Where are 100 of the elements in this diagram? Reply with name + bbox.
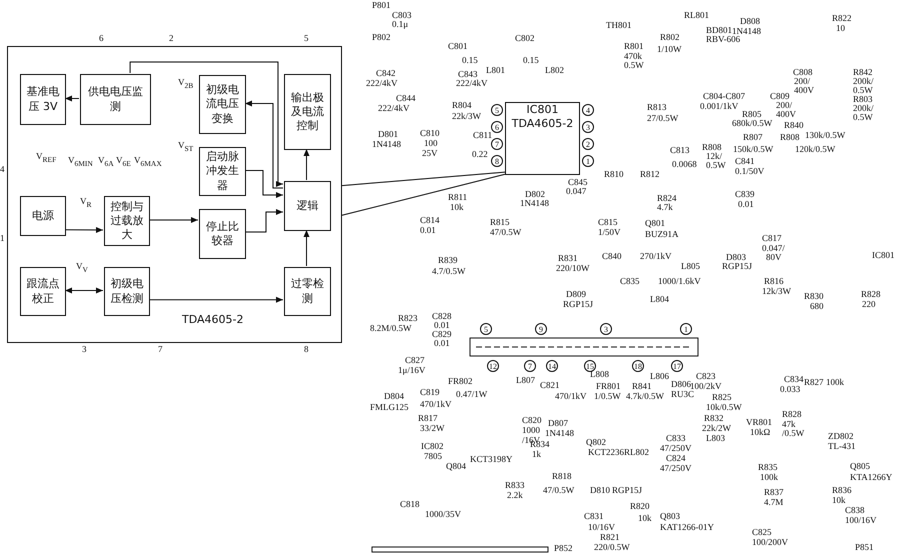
component-label: 470/1kV — [555, 392, 586, 401]
component-label: R842 — [853, 68, 873, 77]
chip-label: TDA4605-2 — [181, 313, 244, 328]
block-label: 初级电流电压变换 — [205, 83, 240, 126]
component-label: R807 — [743, 133, 763, 142]
arrow — [244, 209, 284, 232]
pin-number: 17 — [671, 360, 683, 372]
component-label: R821 — [600, 533, 620, 542]
component-label: C819 — [420, 388, 440, 397]
component-label: 10/16V — [588, 523, 615, 532]
component-label: 4.7k — [657, 203, 673, 212]
component-label: 1/0.5W — [594, 392, 621, 401]
component-label: R810 — [604, 170, 624, 179]
arrow — [148, 296, 284, 303]
block-box — [284, 74, 331, 150]
component-label: 0.15 — [523, 56, 539, 65]
pin-number: 7 — [491, 138, 503, 150]
component-label: R841 — [632, 382, 652, 391]
component-label: C829 — [432, 330, 452, 339]
component-label: V$_{R}$ — [80, 197, 92, 208]
component-label: 10k — [832, 496, 846, 505]
component-label: R816 — [764, 277, 784, 286]
component-label: 1N4148 — [545, 429, 574, 438]
component-label: C834 — [784, 375, 804, 384]
component-label: P801 — [372, 1, 391, 10]
component-label: 22k/3W — [452, 112, 481, 121]
component-label: 220 — [862, 300, 876, 309]
component-label: D807 — [548, 419, 568, 428]
component-label: 100 — [424, 139, 438, 148]
block-label: 逻辑 — [296, 198, 320, 214]
component-label: C820 — [522, 416, 542, 425]
component-label: C808 — [793, 68, 813, 77]
block-box — [284, 267, 331, 316]
component-label: D809 — [566, 290, 586, 299]
component-label: 47/0.5W — [490, 228, 522, 237]
arrow — [64, 96, 80, 102]
block-label: 启动脉冲发生器 — [205, 150, 240, 193]
component-label: C833 — [666, 434, 686, 443]
component-label: 0.01 — [420, 226, 436, 235]
component-label: L803 — [706, 434, 725, 443]
component-label: D808 — [740, 17, 760, 26]
component-label: C815 — [598, 218, 618, 227]
component-label: RGP15J — [612, 486, 642, 495]
component-label: R813 — [647, 103, 667, 112]
component-label: V$_{6A}$ — [98, 156, 114, 168]
pin-number: 5 — [480, 323, 492, 335]
block-label: 跟流点校正 — [26, 277, 60, 306]
component-label: C810 — [420, 129, 440, 138]
component-label: 10 — [836, 24, 845, 33]
component-label: 1000/1.6kV — [658, 277, 701, 286]
pin-number: 14 — [546, 360, 558, 372]
component-label: 0.01 — [434, 339, 450, 348]
component-label: D804 — [384, 392, 404, 401]
component-label: 0.033 — [780, 385, 800, 394]
arrow — [148, 217, 198, 223]
block-label: TDA4605-2 — [510, 117, 574, 132]
component-label: C839 — [735, 190, 755, 199]
component-label: V$_{REF}$ — [36, 152, 56, 164]
pin-number: 3 — [600, 323, 612, 335]
component-label: 33/2W — [420, 424, 444, 433]
component-label: C823 — [696, 372, 716, 381]
component-label: 1N4148 — [520, 199, 549, 208]
component-label: C841 — [735, 157, 755, 166]
pin-number: 7 — [524, 360, 536, 372]
component-label: FR802 — [448, 377, 473, 386]
component-label: C801 — [448, 42, 468, 51]
component-label: 7 — [158, 345, 162, 354]
component-label: /0.5W — [782, 429, 804, 438]
component-label: 0.0068 — [672, 160, 697, 169]
component-label: 100/16V — [845, 516, 876, 525]
block-label: 过零检测 — [290, 277, 325, 306]
block-box — [80, 74, 151, 125]
component-label: RU3C — [671, 390, 694, 399]
component-label: 2 — [169, 34, 174, 43]
component-label: 6 — [99, 34, 104, 43]
component-label: V$_{6MIN}$ — [68, 156, 93, 168]
component-label: C838 — [845, 506, 865, 515]
component-label: KAT1266-01Y — [660, 523, 714, 532]
component-label: C828 — [432, 312, 452, 321]
component-label: 47/250V — [660, 444, 692, 453]
component-label: D806 — [671, 380, 691, 389]
component-label: L808 — [590, 370, 609, 379]
component-label: R828 — [861, 290, 881, 299]
component-label: 400V — [794, 86, 814, 95]
component-label: VR801 — [746, 418, 772, 427]
block-box — [199, 75, 246, 134]
component-label: R839 — [438, 256, 458, 265]
component-label: 2.2k — [507, 491, 523, 500]
component-label: 680 — [810, 302, 824, 311]
component-label: R837 — [764, 488, 784, 497]
component-label: 200/ — [794, 77, 810, 86]
component-label: P851 — [855, 543, 874, 552]
component-label: IC802 — [421, 442, 444, 451]
component-label: KCT2236 — [588, 448, 624, 457]
component-label: RGP15J — [563, 300, 594, 309]
component-label: KCT3198Y — [470, 455, 512, 464]
component-label: R820 — [630, 502, 650, 511]
component-label: R811 — [448, 193, 468, 202]
component-label: 1N4148 — [732, 27, 761, 36]
component-label: BD801 — [706, 26, 732, 35]
